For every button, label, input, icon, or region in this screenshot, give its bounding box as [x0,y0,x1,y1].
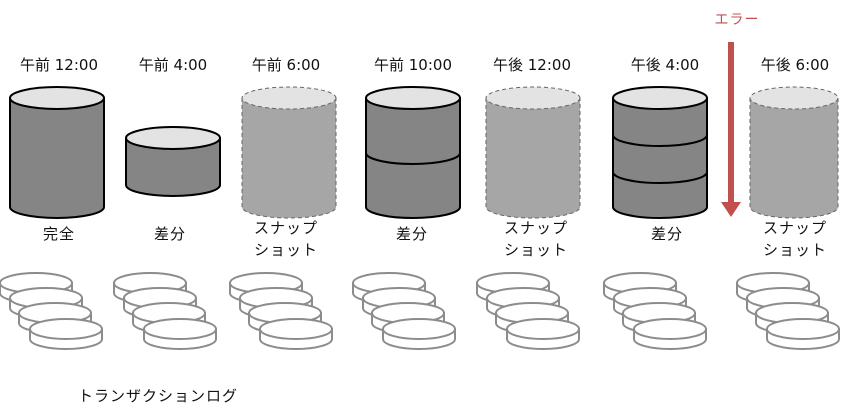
time-label: 午後 12:00 [493,56,571,74]
backup-type-label: スナップ ショット [503,219,568,259]
time-label: 午前 6:00 [251,56,321,74]
transaction-log-stack [0,272,103,350]
transaction-log-stack [603,272,707,350]
time-label: 午後 6:00 [760,56,830,74]
time-label: 午後 4:00 [630,56,700,74]
transaction-log-stack [476,272,580,350]
transaction-log-caption: トランザクションログ [78,387,239,405]
time-label: 午前 4:00 [138,56,208,74]
transaction-log-disk [382,318,456,340]
backup-type-label: スナップ ショット [253,219,318,259]
backup-type-label: 差分 [395,225,428,243]
transaction-log-stack [113,272,217,350]
backup-cylinder [612,86,708,219]
transaction-log-disk [766,318,840,340]
transaction-log-stack [736,272,840,350]
backup-type-label: 差分 [650,225,683,243]
backup-cylinder [9,86,105,219]
time-label: 午前 10:00 [374,56,452,74]
snapshot-backup-cylinder [485,86,581,219]
transaction-log-disk [633,318,707,340]
backup-cylinder [365,86,461,219]
error-label: エラー [714,12,760,28]
transaction-log-stack [229,272,333,350]
snapshot-backup-cylinder [749,86,839,219]
backup-type-label: スナップ ショット [762,219,827,259]
transaction-log-stack [352,272,456,350]
transaction-log-disk [506,318,580,340]
backup-type-label: 差分 [153,225,186,243]
backup-type-label: 完全 [42,225,75,243]
backup-cylinder [125,126,221,197]
transaction-log-disk [259,318,333,340]
snapshot-backup-cylinder [241,86,337,219]
transaction-log-disk [29,318,103,340]
transaction-log-disk [143,318,217,340]
time-label: 午前 12:00 [20,56,98,74]
error-arrow [721,42,741,217]
